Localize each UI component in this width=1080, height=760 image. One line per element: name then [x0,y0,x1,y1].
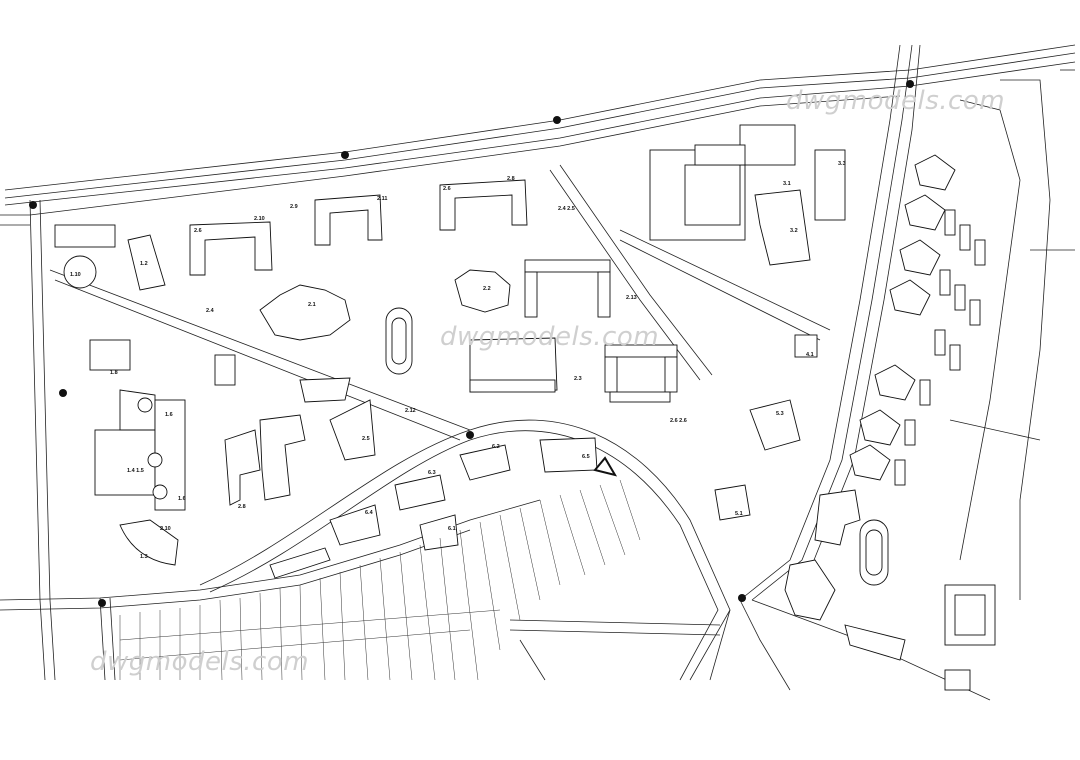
label-6-3: 6.3 [428,470,436,476]
label-3-1: 3.1 [783,181,791,187]
label-5-1: 5.1 [735,511,743,517]
label-3-3: 3.3 [838,161,846,167]
label-2-8: 2.8 [507,176,515,182]
label-1-6b: 1.6 [178,496,186,502]
label-2-6b: 2.6 [443,186,451,192]
building-blocks [54,124,996,691]
label-5-3: 5.3 [776,411,784,417]
label-2-8b: 2.8 [238,504,246,510]
label-1-10: 1.10 [70,272,81,278]
label-2-2: 2.2 [483,286,491,292]
label-1-2: 1.2 [140,261,148,267]
label-6-5: 6.5 [582,454,590,460]
block-labels: 1.10 1.2 1.8 1.6 1.4 1.5 1.6 2.10 1.3 2.… [70,161,846,560]
label-1-6a: 1.6 [165,412,173,418]
label-2-12: 2.12 [405,408,416,414]
label-6-4: 6.4 [365,510,374,516]
label-2-10b: 2.10 [254,216,265,222]
survey-markers [29,80,914,607]
label-2-3: 2.3 [574,376,582,382]
label-2-5: 2.5 [362,436,370,442]
label-2-6c: 2.6 2.6 [670,418,687,424]
label-2-9: 2.9 [290,204,298,210]
label-2-11: 2.11 [377,196,387,202]
label-2-6a: 2.6 [194,228,202,234]
watermark-bottom-left: dwgmodels.com [90,647,310,677]
label-1-8: 1.8 [110,370,118,376]
label-6-2: 6.2 [492,444,500,450]
label-2-4b: 2.4 [206,308,215,314]
label-6-1: 6.1 [448,526,456,532]
label-2-4: 2.4 2.5 [558,206,575,212]
label-4-1: 4.1 [806,352,814,358]
parcel-lines [119,479,641,681]
watermark-center: dwgmodels.com [440,322,660,352]
label-1-3: 1.3 [140,554,148,560]
label-2-13: 2.13 [626,295,637,301]
label-2-10: 2.10 [160,526,171,532]
road-network [0,44,1076,701]
watermark-top-right: dwgmodels.com [786,86,1006,116]
label-2-1: 2.1 [308,302,316,308]
label-3-2: 3.2 [790,228,798,234]
label-1-4: 1.4 1.5 [127,468,144,474]
